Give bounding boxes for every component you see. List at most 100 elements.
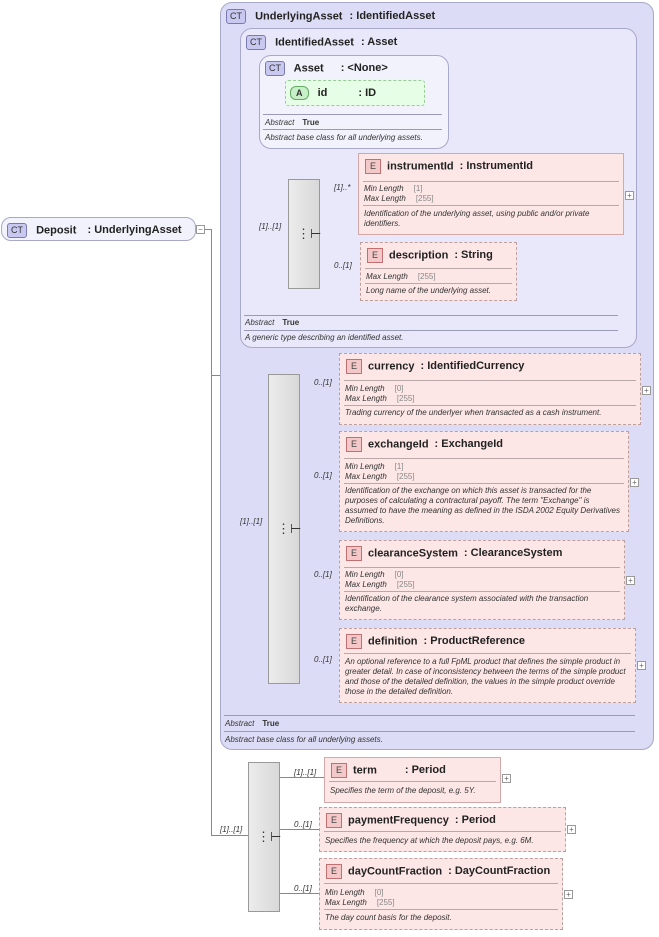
element-description-text: Long name of the underlying asset. — [366, 286, 491, 295]
element-type: : String — [454, 249, 493, 262]
min-length-label: Min Length — [364, 184, 404, 193]
abstract-value: True — [302, 118, 320, 127]
ct-badge: CT — [226, 9, 246, 24]
min-length-value: [1] — [413, 184, 423, 193]
min-length-value: [0] — [394, 384, 404, 393]
max-length-value: [255] — [396, 472, 415, 481]
min-length-label: Min Length — [345, 384, 385, 393]
element-type: : IdentifiedCurrency — [420, 360, 525, 373]
deposit-type: : UnderlyingAsset — [87, 224, 182, 237]
element-badge: E — [365, 159, 382, 174]
abstract-label: Abstract — [225, 719, 255, 728]
abstract-value: True — [282, 318, 300, 327]
min-length-label: Min Length — [325, 888, 365, 897]
abstract-label: Abstract — [245, 318, 275, 327]
type-description: Abstract base class for all underlying a… — [265, 133, 423, 142]
ct-badge: CT — [7, 223, 27, 238]
element-description-text: Specifies the term of the deposit, e.g. … — [330, 786, 476, 795]
element-type: : ExchangeId — [434, 438, 504, 451]
element-type: : InstrumentId — [459, 160, 533, 173]
element-type: : Period — [404, 764, 446, 777]
element-description-text: The day count basis for the deposit. — [325, 913, 452, 922]
expand-toggle[interactable]: + — [502, 774, 511, 783]
max-length-value: [255] — [417, 272, 436, 281]
element-badge: E — [346, 359, 363, 374]
sequence-icon: ⋮⊢ — [257, 829, 282, 844]
connector — [278, 893, 319, 894]
sequence-icon: ⋮⊢ — [277, 521, 302, 536]
type-name: UnderlyingAsset — [255, 10, 343, 23]
element-description-text: Identification of the exchange on which … — [345, 486, 620, 525]
cardinality: [1]..* — [334, 183, 351, 192]
element-badge: E — [331, 763, 348, 778]
min-length-label: Min Length — [345, 570, 385, 579]
cardinality: 0..[1] — [314, 378, 332, 387]
element-badge: E — [346, 546, 363, 561]
max-length-value: [255] — [396, 394, 415, 403]
element-description-text: Specifies the frequency at which the dep… — [325, 836, 534, 845]
sequence-compositor[interactable]: ⋮⊢ — [248, 762, 282, 912]
expand-toggle[interactable]: + — [642, 386, 651, 395]
expand-toggle[interactable]: + — [630, 478, 639, 487]
element-badge: E — [326, 813, 343, 828]
abstract-label: Abstract — [265, 118, 295, 127]
deposit-name: Deposit — [36, 224, 77, 237]
collapse-toggle[interactable]: − — [196, 225, 205, 234]
min-length-value: [1] — [394, 462, 404, 471]
element-name: instrumentId — [387, 160, 454, 173]
element-name: exchangeId — [368, 438, 429, 451]
expand-toggle[interactable]: + — [625, 191, 634, 200]
element-name: term — [353, 764, 377, 777]
element-name: definition — [368, 635, 418, 648]
element-badge: E — [367, 248, 384, 263]
type-description: Abstract base class for all underlying a… — [225, 735, 383, 744]
expand-toggle[interactable]: + — [567, 825, 576, 834]
min-length-value: [0] — [374, 888, 384, 897]
type-description: A generic type describing an identified … — [245, 333, 404, 342]
attribute-id[interactable]: A id : ID — [285, 80, 425, 106]
sequence-compositor[interactable]: ⋮⊢ — [268, 374, 302, 684]
element-type: : ClearanceSystem — [463, 547, 563, 560]
max-length-value: [255] — [376, 898, 395, 907]
cardinality: 0..[1] — [294, 884, 312, 893]
element-name: dayCountFraction — [348, 865, 443, 878]
ct-badge: CT — [265, 61, 285, 76]
element-type: : DayCountFraction — [448, 865, 551, 878]
sequence-compositor[interactable]: ⋮⊢ — [288, 179, 322, 289]
type-name: IdentifiedAsset — [275, 36, 354, 49]
cardinality: [1]..[1] — [220, 825, 243, 834]
cardinality: [1]..[1] — [259, 222, 282, 231]
type-name: Asset — [293, 62, 324, 75]
element-name: clearanceSystem — [368, 547, 458, 560]
element-name: currency — [368, 360, 415, 373]
connector — [211, 835, 248, 836]
deposit-node[interactable]: CT Deposit : UnderlyingAsset — [1, 217, 196, 241]
cardinality: [1]..[1] — [294, 768, 317, 777]
cardinality: 0..[1] — [314, 471, 332, 480]
expand-toggle[interactable]: + — [626, 576, 635, 585]
connector — [211, 375, 221, 376]
connector — [278, 829, 319, 830]
sequence-icon: ⋮⊢ — [297, 226, 322, 241]
element-description-text: Identification of the clearance system a… — [345, 594, 589, 613]
cardinality: 0..[1] — [314, 570, 332, 579]
element-name: paymentFrequency — [348, 814, 449, 827]
element-name: description — [389, 249, 449, 262]
expand-toggle[interactable]: + — [637, 661, 646, 670]
element-badge: E — [346, 634, 363, 649]
type-base: : IdentifiedAsset — [349, 10, 436, 23]
min-length-label: Min Length — [345, 462, 385, 471]
abstract-value: True — [262, 719, 280, 728]
expand-toggle[interactable]: + — [564, 890, 573, 899]
max-length-label: Max Length — [345, 394, 387, 403]
